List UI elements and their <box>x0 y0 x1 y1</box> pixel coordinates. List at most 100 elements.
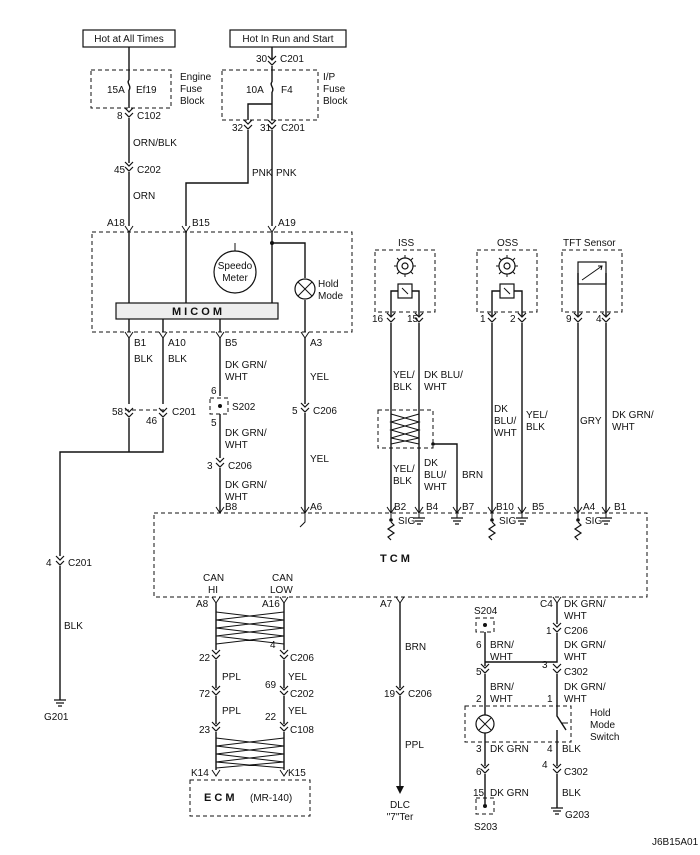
diagram-label: C206 <box>290 653 314 664</box>
diagram-label: 2 <box>510 314 516 325</box>
diagram-label: WHT <box>564 611 587 622</box>
hold-mode-switch <box>464 705 572 743</box>
diagram-label: B7 <box>462 502 475 513</box>
diagram-label: YEL/ <box>526 410 548 421</box>
power-source-hot-in-run-start: Hot In Run and Start <box>229 29 347 48</box>
diagram-label: BRN <box>405 642 426 653</box>
ground-g203: G203 <box>565 810 590 821</box>
diagram-label: K14 <box>191 768 209 779</box>
diagram-label: 6 <box>211 386 217 397</box>
diagram-label: E C M <box>204 792 235 804</box>
diagram-label: 4 <box>542 760 548 771</box>
ecm-module: E C M (MR-140) <box>189 779 311 817</box>
diagram-label: ISS <box>398 238 414 249</box>
diagram-label: Speedo <box>218 261 253 272</box>
diagram-label: C302 <box>564 767 588 778</box>
diagram-label: 1 <box>480 314 486 325</box>
diagram-label: C302 <box>564 667 588 678</box>
instrument-cluster: A18 B15 A19 Speedo Meter Hold Mode M I C… <box>91 218 353 333</box>
power-source-hot-at-all-times: Hot at All Times <box>82 29 176 48</box>
diagram-label: YEL <box>288 672 307 683</box>
diagram-label: 3 <box>207 461 213 472</box>
diagram-label: 8 <box>117 111 123 122</box>
diagram-label: A3 <box>310 338 323 349</box>
diagram-label: DK GRN/ <box>225 480 267 491</box>
diagram-label: 1 <box>546 626 552 637</box>
diagram-label: DK <box>494 404 508 415</box>
diagram-label: ORN <box>133 191 155 202</box>
diagram-label: HI <box>208 585 218 596</box>
diagram-label: BLU/ <box>494 416 516 427</box>
diagram-label: DK GRN/ <box>612 410 654 421</box>
diagram-label: TFT Sensor <box>563 238 616 249</box>
diagram-label: PPL <box>405 740 424 751</box>
diagram-label: I/P <box>323 72 336 83</box>
diagram-label: WHT <box>612 422 635 433</box>
diagram-label: DK GRN <box>490 744 529 755</box>
diagram-label: C206 <box>313 406 337 417</box>
diagram-label: BLK <box>64 621 83 632</box>
diagram-label: BLU/ <box>424 470 446 481</box>
diagram-label: SIG <box>398 516 415 527</box>
diagram-label: B10 <box>496 502 514 513</box>
diagram-label: "7"Ter <box>387 812 414 823</box>
diagram-label: CAN <box>272 573 293 584</box>
diagram-label: DK GRN/ <box>564 640 606 651</box>
diagram-label: 22 <box>199 653 211 664</box>
tft-sensor: TFT Sensor <box>561 238 623 316</box>
diagram-label: WHT <box>424 482 447 493</box>
diagram-label: WHT <box>490 694 513 705</box>
diagram-label: A6 <box>310 502 323 513</box>
diagram-label: WHT <box>494 428 517 439</box>
diagram-label: A16 <box>262 599 280 610</box>
diagram-label: 4 <box>596 314 602 325</box>
diagram-label: 5 <box>211 418 217 429</box>
diagram-label: A7 <box>380 599 393 610</box>
diagram-label: LOW <box>270 585 293 596</box>
diagram-label: 19 <box>384 689 396 700</box>
diagram-label: SIG <box>585 516 602 527</box>
diagram-label: WHT <box>564 694 587 705</box>
diagram-label: BLK <box>562 744 581 755</box>
diagram-label: 31 <box>260 123 272 134</box>
diagram-label: C201 <box>280 54 304 65</box>
oss-sensor: OSS <box>476 238 538 316</box>
diagram-label: DK GRN/ <box>564 599 606 610</box>
diagram-label: PNK <box>276 168 297 179</box>
diagram-label: 4 <box>270 640 276 651</box>
hold-mode-lamp <box>294 278 316 300</box>
diagram-label: B8 <box>225 502 238 513</box>
diagram-label: YEL/ <box>393 464 415 475</box>
diagram-label: BLK <box>393 476 412 487</box>
engine-fuse-name: Ef19 <box>136 85 157 96</box>
diagram-label: 23 <box>199 725 211 736</box>
diagram-label: Switch <box>590 732 619 743</box>
diagram-label: Meter <box>222 273 248 284</box>
diagram-label: 72 <box>199 689 211 700</box>
diagram-label: BLK <box>134 354 153 365</box>
diagram-label: DK GRN/ <box>564 682 606 693</box>
speedometer <box>213 250 257 294</box>
micom-module <box>115 302 279 320</box>
diagram-label: 10A <box>246 85 264 96</box>
diagram-label: PPL <box>222 672 241 683</box>
diagram-label: DK <box>424 458 438 469</box>
diagram-label: BRN <box>462 470 483 481</box>
diagram-label: B5 <box>225 338 238 349</box>
splice-s203: S203 <box>474 822 498 833</box>
diagram-label: OSS <box>497 238 518 249</box>
diagram-label: B2 <box>394 502 407 513</box>
diagram-label: BLK <box>168 354 187 365</box>
diagram-label: C202 <box>137 165 161 176</box>
diagram-label: Mode <box>318 291 343 302</box>
diagram-label: BLK <box>562 788 581 799</box>
diagram-label: BLK <box>526 422 545 433</box>
diagram-label: (MR-140) <box>250 793 292 804</box>
diagram-label: 2 <box>476 694 482 705</box>
diagram-label: C4 <box>540 599 553 610</box>
diagram-label: 15 <box>407 314 419 325</box>
diagram-label: 3 <box>542 660 548 671</box>
diagram-label: YEL <box>310 454 329 465</box>
diagram-label: Hot at All Times <box>94 34 163 45</box>
